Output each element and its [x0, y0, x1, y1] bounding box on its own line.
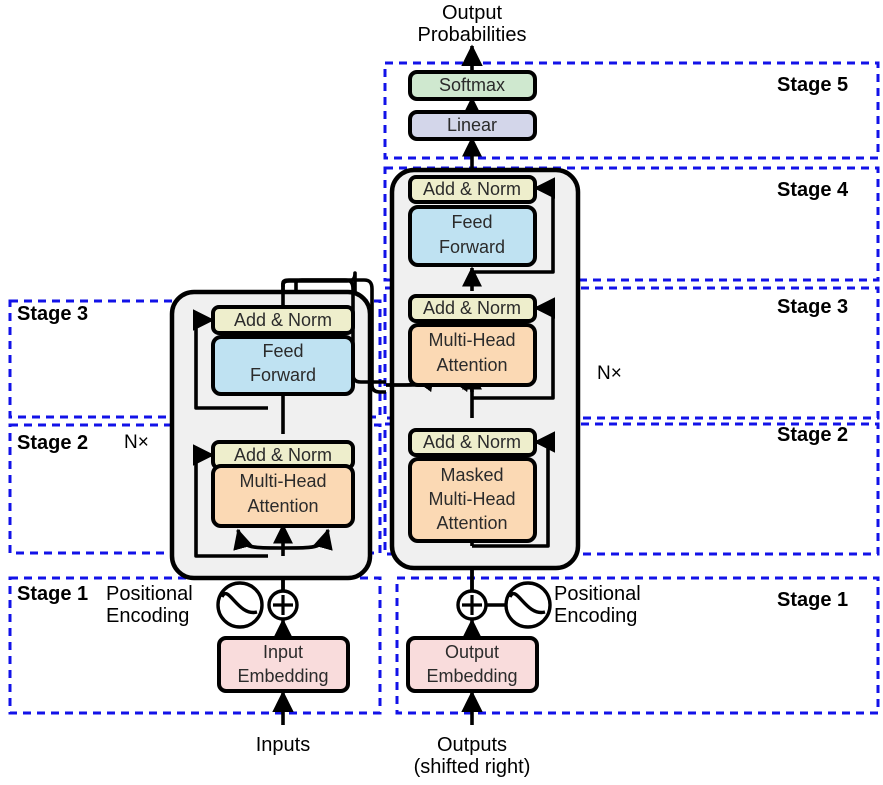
decoder-repeat-label: N×	[597, 363, 622, 384]
decoder-attention-label-1: Multi-Head	[428, 330, 515, 350]
stage-4-right-box	[383, 166, 880, 282]
decoder-feed-forward-label-2: Forward	[439, 237, 505, 257]
decoder-feed-forward-label-1: Feed	[451, 212, 492, 232]
input-embedding-label-1: Input	[263, 642, 303, 662]
encoder-feed-forward-label-1: Feed	[262, 341, 303, 361]
output-positional-encoding-label: Positional Encoding	[554, 583, 694, 628]
decoder-add-norm-masked-label: Add & Norm	[423, 432, 521, 452]
output-embedding-block: Output Embedding	[406, 636, 539, 693]
softmax-label: Softmax	[439, 75, 505, 95]
input-positional-add-icon	[267, 589, 299, 621]
input-positional-encoding-line-2: Encoding	[106, 605, 190, 628]
stage-1-left-label: Stage 1	[17, 583, 89, 605]
output-probabilities-line-2: Probabilities	[417, 24, 527, 47]
stage-2-right-label: Stage 2	[777, 424, 849, 446]
encoder-block-add-norm-top: Add & Norm	[211, 305, 355, 335]
decoder-attention-label-2: Attention	[436, 355, 507, 375]
stage-3-right-box	[383, 286, 880, 420]
decoder-masked-attention-label-1: Masked	[440, 465, 503, 485]
stage-1-right-label: Stage 1	[777, 589, 849, 611]
linear-block: Linear	[408, 110, 537, 141]
stage-4-right-label: Stage 4	[777, 179, 849, 201]
encoder-repeat-label: N×	[124, 432, 149, 453]
outputs-line-1: Outputs	[436, 734, 508, 756]
output-positional-add-icon	[456, 589, 488, 621]
encoder-add-norm-top-label: Add & Norm	[234, 310, 332, 330]
encoder-block-multi-head-attention: Multi-Head Attention	[211, 464, 355, 528]
encoder-block-feed-forward: Feed Forward	[211, 335, 355, 396]
encoder-attention-label-1: Multi-Head	[239, 471, 326, 491]
stage-5-right-label: Stage 5	[777, 74, 849, 96]
decoder-block-add-norm-ff: Add & Norm	[408, 175, 537, 204]
softmax-block: Softmax	[408, 70, 537, 101]
encoder-add-norm-bottom-label: Add & Norm	[234, 445, 332, 465]
outputs-label: Outputs (shifted right)	[392, 734, 552, 779]
decoder-masked-attention-label-2: Multi-Head	[428, 489, 515, 509]
output-probabilities-line-1: Output	[441, 2, 503, 24]
output-probabilities-label: Output Probabilities	[382, 2, 562, 47]
decoder-add-norm-ff-label: Add & Norm	[423, 179, 521, 199]
encoder-feed-forward-label-2: Forward	[250, 365, 316, 385]
output-embedding-label-2: Embedding	[426, 666, 517, 686]
encoder-block-add-norm-bottom: Add & Norm	[211, 440, 355, 470]
decoder-block-masked-multi-head-attention: Masked Multi-Head Attention	[408, 457, 537, 543]
decoder-masked-attention-label-3: Attention	[436, 513, 507, 533]
output-positional-encoding-icon	[504, 581, 552, 629]
decoder-add-norm-cross-label: Add & Norm	[423, 298, 521, 318]
encoder-attention-label-2: Attention	[247, 496, 318, 516]
decoder-block-multi-head-attention: Multi-Head Attention	[408, 323, 537, 387]
input-positional-encoding-label: Positional Encoding	[106, 583, 226, 628]
decoder-block-feed-forward: Feed Forward	[408, 205, 537, 267]
stage-2-right-box	[383, 422, 880, 556]
inputs-label: Inputs	[255, 734, 311, 756]
decoder-block-add-norm-cross: Add & Norm	[408, 294, 537, 323]
input-embedding-label-2: Embedding	[237, 666, 328, 686]
decoder-block-add-norm-masked: Add & Norm	[408, 428, 537, 457]
output-positional-encoding-line-2: Encoding	[554, 605, 638, 628]
linear-label: Linear	[447, 115, 497, 135]
stage-dashed-boxes-right	[383, 61, 880, 715]
stage-1-right-box	[395, 576, 880, 715]
stage-3-right-label: Stage 3	[777, 296, 849, 318]
outputs-line-2: (shifted right)	[413, 756, 531, 779]
output-positional-encoding-line-1: Positional	[554, 583, 641, 605]
input-positional-encoding-line-1: Positional	[106, 583, 193, 605]
input-embedding-block: Input Embedding	[217, 636, 350, 693]
input-positional-encoding-icon	[216, 581, 264, 629]
stage-2-left-label: Stage 2	[17, 432, 89, 454]
output-embedding-label-1: Output	[445, 642, 499, 662]
stage-3-left-label: Stage 3	[17, 303, 89, 325]
